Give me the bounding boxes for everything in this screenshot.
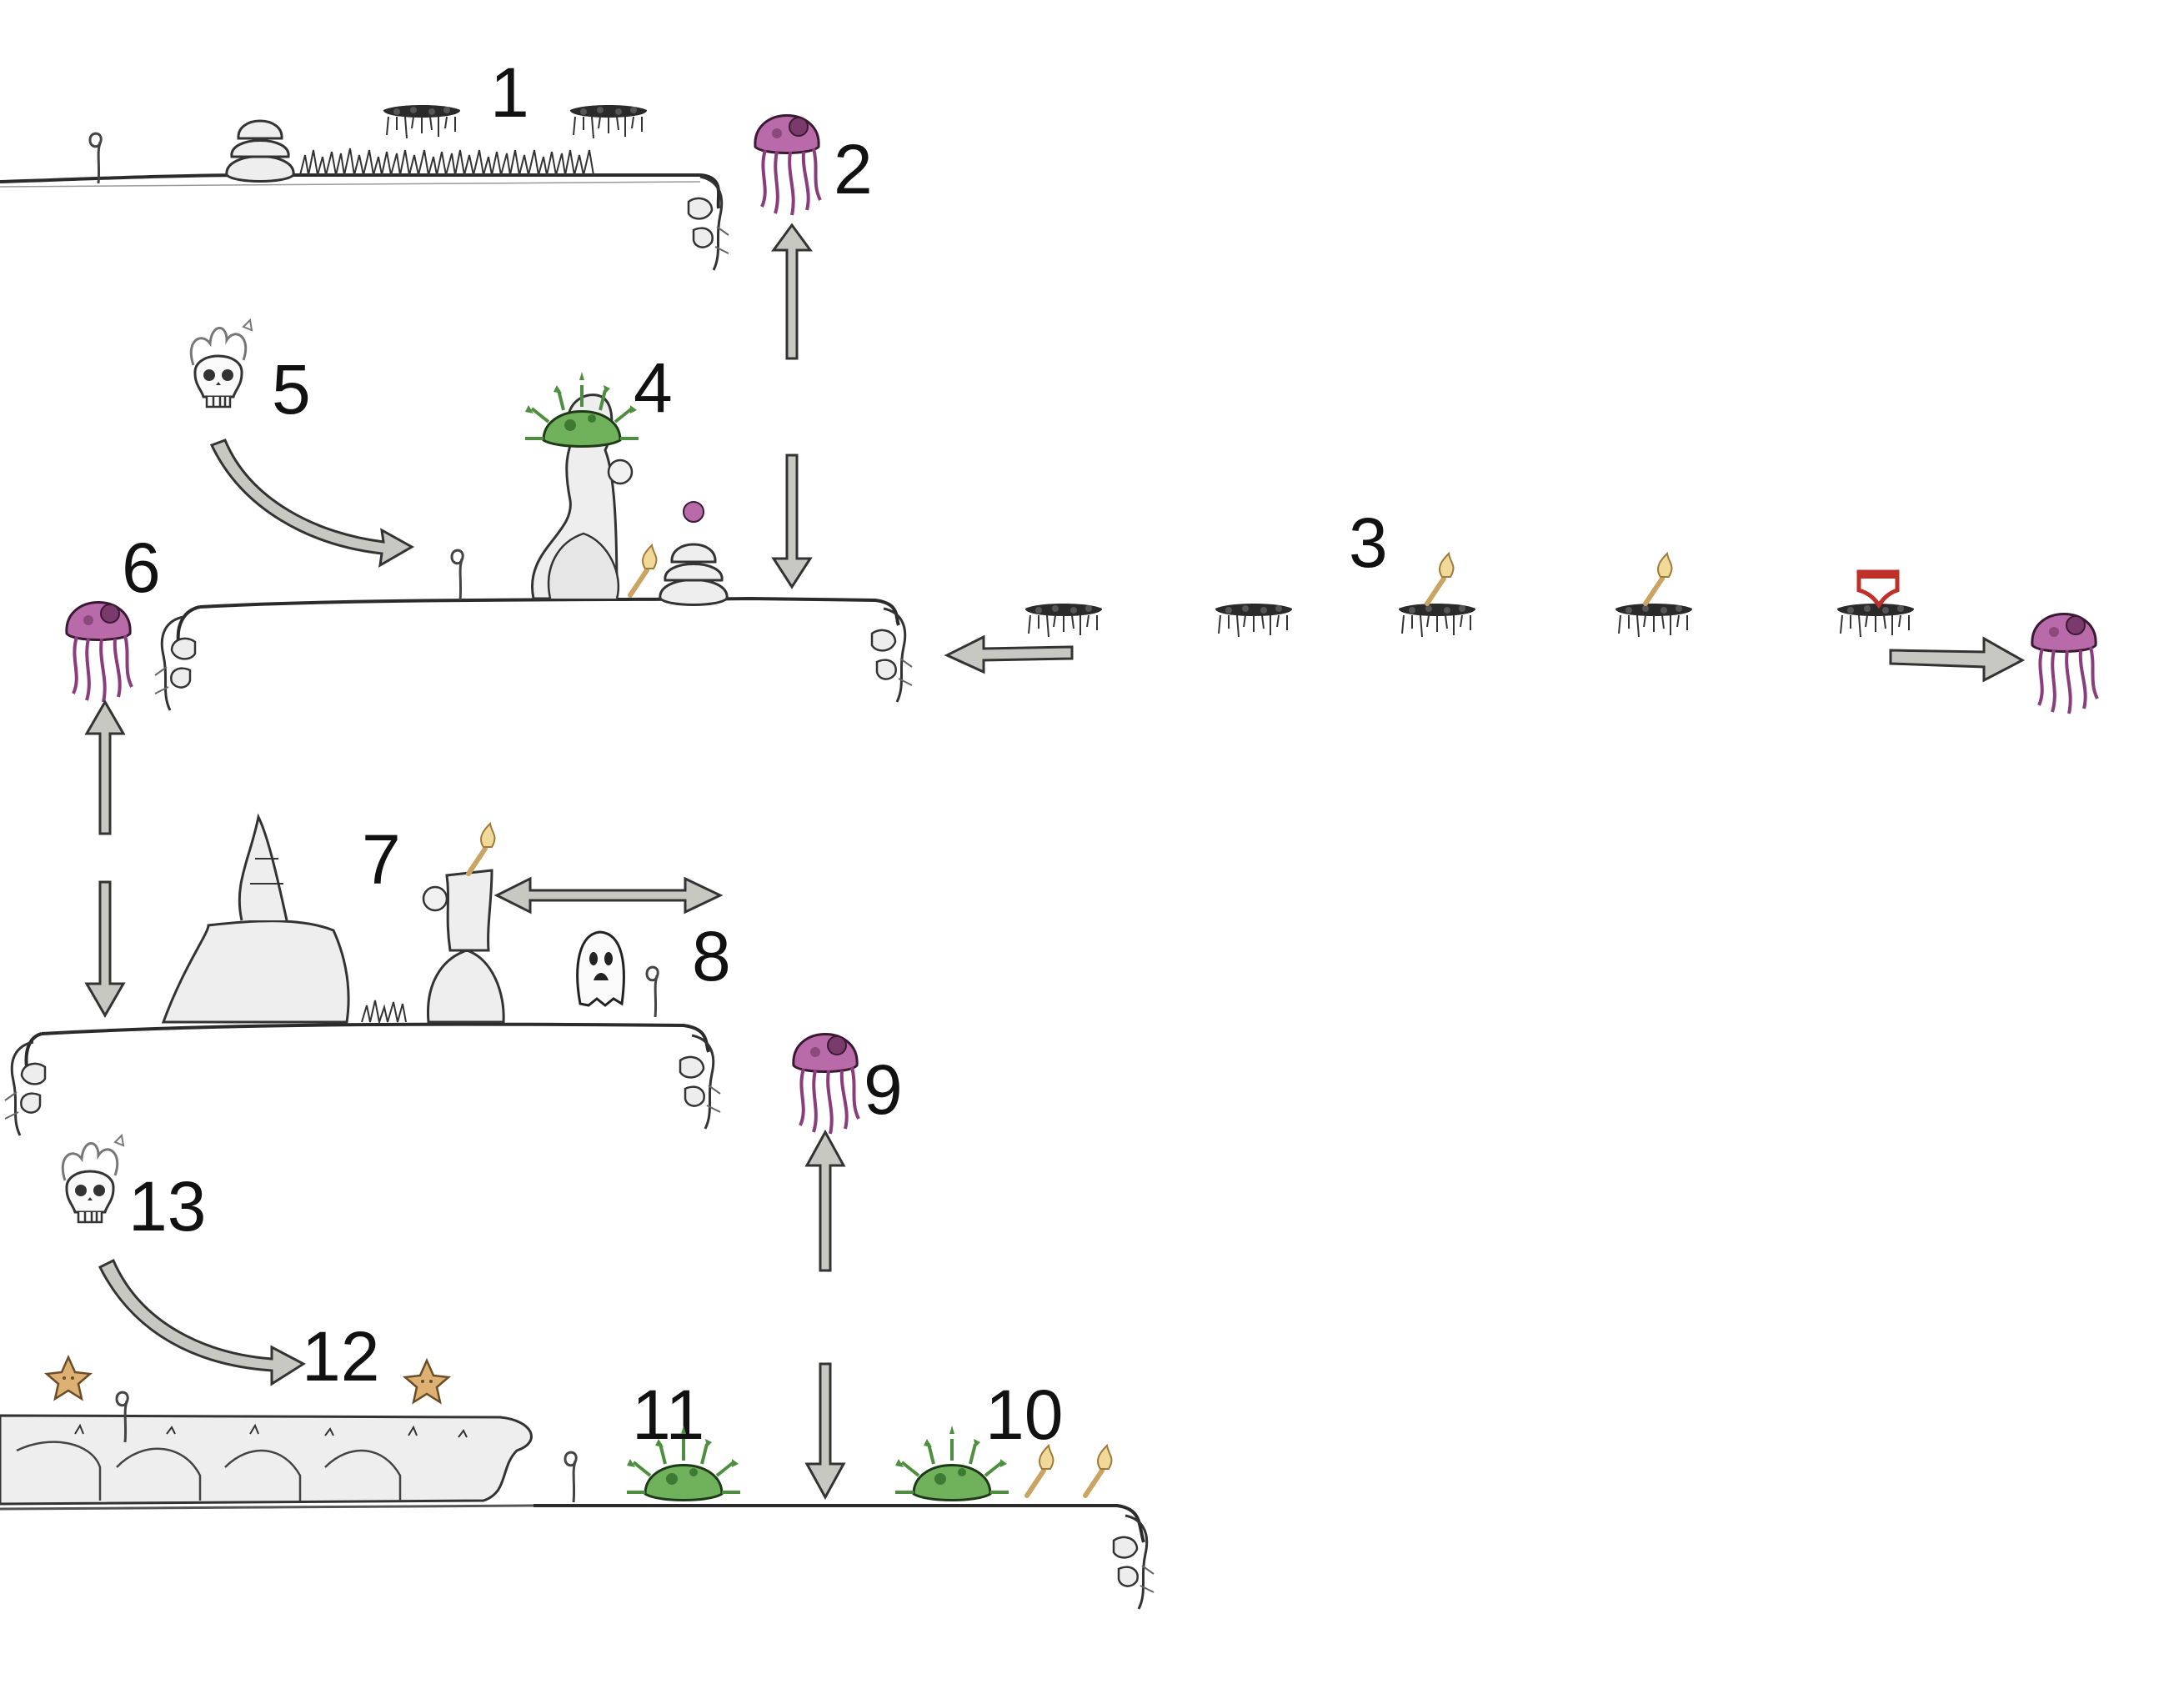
torch-pickup-icon (1646, 554, 1671, 604)
marker-10: 10 (985, 1376, 1063, 1454)
tier-4-ground (3, 813, 722, 1137)
rock-stack (225, 119, 295, 183)
grass-patch (299, 148, 594, 176)
floating-platform (1397, 603, 1477, 638)
jellyfish-enemy-icon (64, 600, 133, 704)
torch-pickup-icon (1427, 554, 1453, 604)
arrow-right (1889, 636, 2026, 683)
floating-platform (1024, 603, 1104, 638)
boulder-mound (161, 920, 350, 1024)
tier-2-ground (153, 370, 914, 712)
tier-1-ground (0, 104, 730, 272)
double-arrow (493, 876, 724, 915)
marker-2: 2 (834, 130, 873, 208)
flaming-skull-icon (189, 318, 253, 408)
floating-platform (1836, 603, 1916, 638)
arrow-down (84, 880, 126, 1018)
marker-9: 9 (864, 1050, 903, 1129)
marker-5: 5 (272, 350, 311, 429)
arrow-left (944, 634, 1074, 674)
fern-icon (88, 132, 103, 185)
jellyfish-enemy-icon (2030, 612, 2099, 715)
arrow-down (804, 1362, 846, 1501)
jellyfish-enemy-icon (753, 113, 822, 217)
tier-5-ground (0, 1356, 1155, 1611)
flaming-skull-icon (61, 1134, 125, 1224)
rock-pillar (426, 949, 505, 1024)
grass-patch (361, 1000, 407, 1025)
floating-platform (1214, 603, 1294, 638)
curved-arrow (98, 1258, 306, 1386)
curved-arrow (209, 439, 415, 568)
arrow-up (84, 699, 126, 835)
torch-pickup-icon (630, 545, 656, 595)
marker-1: 1 (490, 53, 529, 132)
marker-3: 3 (1349, 504, 1388, 582)
skull-ornament (422, 885, 448, 912)
stone-ledge (0, 1414, 533, 1506)
skull-ornament (607, 459, 634, 485)
marker-8: 8 (692, 917, 731, 995)
underwear-pickup-icon (1856, 569, 1900, 609)
torch-pickup-icon (468, 824, 494, 874)
arrow-up (804, 1129, 846, 1272)
floating-platform (382, 104, 462, 139)
marker-11: 11 (632, 1376, 704, 1454)
floating-platform (1614, 603, 1694, 638)
fern-icon (450, 549, 464, 602)
torch-pickup-icon (1085, 1446, 1111, 1496)
marker-13: 13 (128, 1167, 206, 1245)
arrow-up (771, 223, 813, 360)
tier-3-platforms (1024, 554, 2099, 715)
fern-icon (564, 1451, 578, 1504)
potion-icon (683, 501, 704, 523)
arrow-down (771, 454, 813, 589)
fern-icon (645, 965, 659, 1019)
starfish-icon (45, 1356, 92, 1401)
jellyfish-enemy-icon (791, 1032, 860, 1135)
marker-12: 12 (302, 1317, 379, 1396)
starfish-icon (403, 1359, 450, 1404)
rock-stack (659, 543, 729, 606)
marker-6: 6 (122, 529, 161, 607)
floating-platform (569, 104, 649, 139)
marker-4: 4 (634, 348, 673, 427)
ghost-enemy-icon (576, 930, 625, 1007)
marker-7: 7 (362, 820, 401, 899)
